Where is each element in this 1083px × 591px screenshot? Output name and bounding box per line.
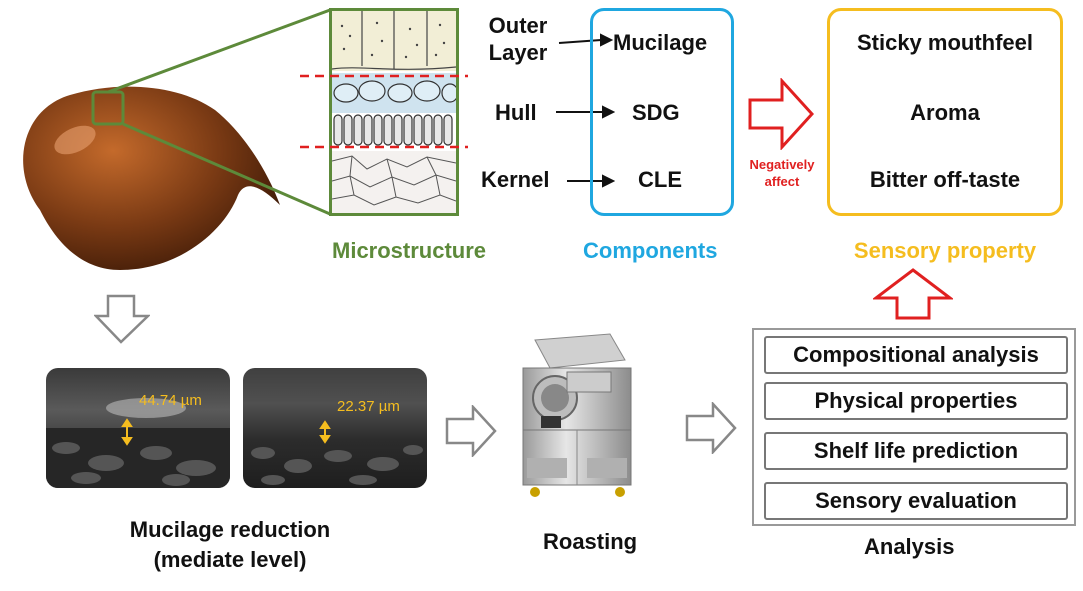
flaxseed-illustration <box>23 8 330 270</box>
microstructure-title: Microstructure <box>332 238 487 263</box>
negative-effect-arrow <box>748 78 814 150</box>
analysis-item-compositional: Compositional analysis <box>764 336 1068 374</box>
seed-body <box>23 86 280 270</box>
sem-thickness-label-before: 44.74 µm <box>139 392 202 409</box>
components-title: Components <box>583 238 718 263</box>
sem-thickness-label-after: 22.37 µm <box>337 398 400 415</box>
zoom-line-bottom <box>122 122 330 216</box>
microstructure-drawing <box>332 11 456 213</box>
sensory-title: Sensory property <box>853 238 1037 263</box>
mucilage-caption-line1: Mucilage reduction <box>129 517 331 542</box>
microstructure-box <box>329 8 459 216</box>
component-sdg: SDG <box>632 100 680 125</box>
sensory-item-sticky-mouthfeel: Sticky mouthfeel <box>856 30 1034 55</box>
source-kernel: Kernel <box>481 167 550 192</box>
zoom-line-top <box>107 8 330 94</box>
seed-highlight <box>54 125 96 155</box>
component-mucilage: Mucilage <box>613 30 708 55</box>
arrow-kernel <box>602 174 615 188</box>
analysis-frame: Compositional analysis Physical properti… <box>752 328 1076 526</box>
arrow-hull <box>602 105 615 119</box>
source-hull: Hull <box>495 100 537 125</box>
mapping-arrows <box>556 33 615 188</box>
mucilage-to-roasting-arrow <box>445 405 497 457</box>
negative-effect-label: Negatively affect <box>736 156 828 190</box>
roaster-machine <box>522 333 632 497</box>
mucilage-caption-line2: (mediate level) <box>153 547 307 572</box>
thickness-marker-after <box>319 420 331 444</box>
negative-effect-line1: Negatively <box>749 157 815 172</box>
layer-separators <box>300 74 468 149</box>
source-outer-layer: Outer Layer <box>478 12 558 66</box>
analysis-item-sensory-evaluation: Sensory evaluation <box>764 482 1068 520</box>
sem-image-after: 22.37 µm <box>243 368 427 488</box>
source-outer-line1: Outer <box>488 13 548 38</box>
sem-image-before: 44.74 µm <box>46 368 230 488</box>
thickness-marker-before <box>121 418 133 446</box>
sensory-box <box>827 8 1063 216</box>
analysis-item-physical: Physical properties <box>764 382 1068 420</box>
negative-effect-line2: affect <box>764 174 800 189</box>
sem-thickness-value-before: 44.74 µm <box>139 392 202 409</box>
sensory-item-bitter-off-taste: Bitter off-taste <box>869 167 1021 192</box>
components-box <box>590 8 734 216</box>
analysis-item-shelf-life: Shelf life prediction <box>764 432 1068 470</box>
sensory-item-aroma: Aroma <box>910 100 980 125</box>
analysis-to-sensory-arrow <box>873 268 953 320</box>
component-cle: CLE <box>638 167 682 192</box>
roasting-to-analysis-arrow <box>685 402 737 454</box>
source-outer-line2: Layer <box>488 40 548 65</box>
roasting-caption: Roasting <box>543 529 638 554</box>
sem-thickness-value-after: 22.37 µm <box>337 398 400 415</box>
seed-to-mucilage-arrow <box>94 294 150 344</box>
arrow-outer <box>600 33 614 47</box>
analysis-caption: Analysis <box>864 534 955 559</box>
mucilage-caption: Mucilage reduction (mediate level) <box>60 515 400 575</box>
